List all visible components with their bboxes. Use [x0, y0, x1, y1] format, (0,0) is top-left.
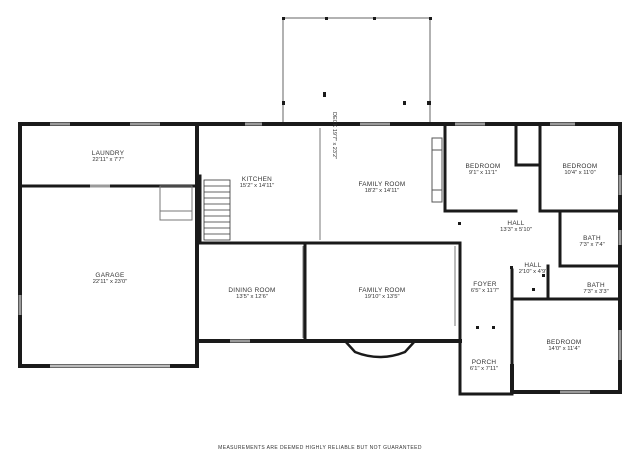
room-label-hall-1: HALL 13'3" x 5'10" [500, 220, 532, 234]
room-label-family-top: FAMILY ROOM 18'2" x 14'11" [358, 181, 406, 195]
room-label-porch: PORCH 6'1" x 7'11" [469, 359, 499, 373]
windows [18, 122, 622, 394]
deck-label: DECK 19'7" x 23'2" [331, 112, 337, 159]
fireplace [431, 137, 443, 203]
room-label-family-main: FAMILY ROOM 19'10" x 13'5" [358, 287, 406, 301]
room-label-bath-2: BATH 7'3" x 3'3" [583, 282, 609, 296]
room-label-laundry: LAUNDRY 22'11" x 7'7" [91, 150, 125, 164]
bay-window [344, 340, 416, 359]
deck-posts [282, 17, 432, 105]
room-label-bedroom-2: BEDROOM 10'4" x 11'0" [562, 163, 598, 177]
deck-outline [282, 17, 431, 124]
room-label-bath-1: BATH 7'3" x 7'4" [579, 235, 605, 249]
stairs [203, 179, 231, 241]
room-label-hall-2: HALL 2'10" x 4'9" [518, 262, 548, 276]
room-label-dining: DINING ROOM 13'5" x 12'6" [228, 287, 276, 301]
thin-walls [159, 128, 456, 338]
room-label-bedroom-3: BEDROOM 14'0" x 11'4" [546, 339, 582, 353]
deck-name: DECK [331, 112, 337, 128]
disclaimer: MEASUREMENTS ARE DEEMED HIGHLY RELIABLE … [218, 445, 422, 451]
interior-walls [18, 122, 622, 396]
room-label-foyer: FOYER 6'5" x 11'7" [470, 281, 500, 295]
room-label-bedroom-1: BEDROOM 9'1" x 11'1" [465, 163, 501, 177]
room-label-garage: GARAGE 22'11" x 23'0" [92, 272, 128, 286]
deck-dims: 19'7" x 23'2" [331, 128, 337, 159]
room-label-kitchen: KITCHEN 15'2" x 14'11" [239, 176, 275, 190]
door-markers [196, 150, 545, 329]
